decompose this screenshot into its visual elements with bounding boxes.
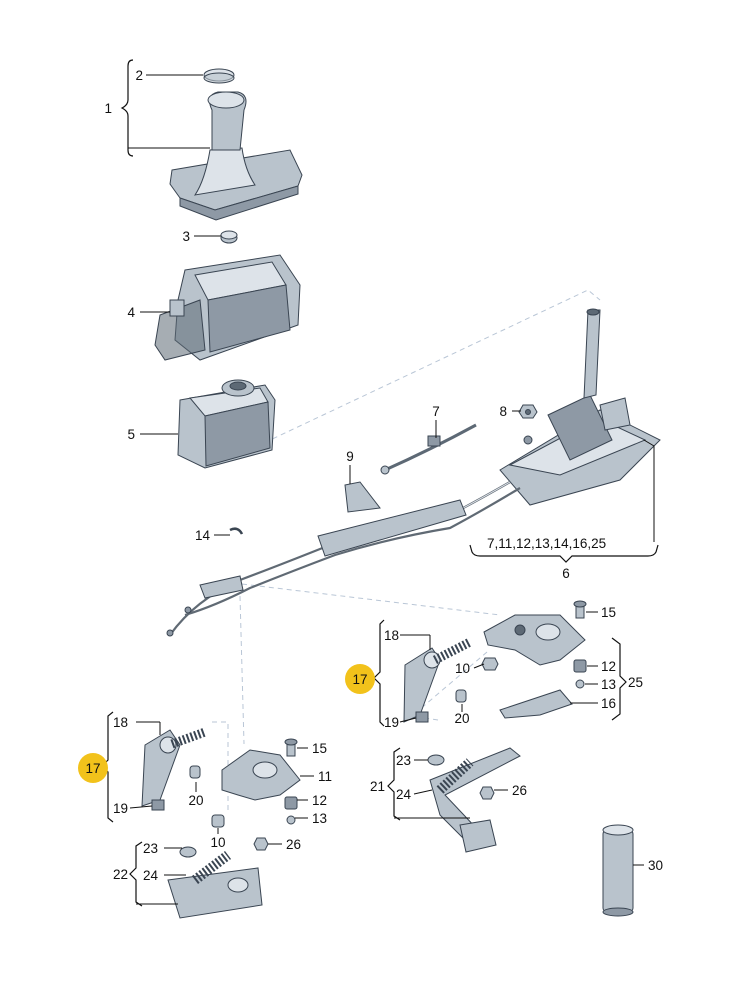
callout-right-26: 26 [512, 783, 527, 798]
shift-cables [166, 481, 521, 637]
callout-left-10: 10 [210, 835, 225, 850]
boot-frame-part [154, 254, 301, 361]
callout-left-24: 24 [143, 868, 159, 883]
callout-left-17: 17 [85, 761, 100, 776]
callout-right-20: 20 [454, 711, 469, 726]
grease-tube-part [602, 824, 634, 917]
callout-right-17: 17 [352, 672, 367, 687]
callout-left-12: 12 [312, 793, 327, 808]
callout-4: 4 [127, 305, 135, 320]
callout-6: 6 [562, 566, 570, 581]
callout-5: 5 [127, 427, 135, 442]
callout-left-13: 13 [312, 811, 327, 826]
callout-left-26: 26 [286, 837, 301, 852]
callout-2: 2 [135, 68, 143, 83]
callout-left-20: 20 [188, 793, 203, 808]
callout-right-25: 25 [628, 675, 643, 690]
callout-left-15: 15 [312, 741, 327, 756]
callout-right-12: 12 [601, 659, 616, 674]
highlight-badge-right [345, 664, 375, 694]
callout-right-16: 16 [601, 696, 616, 711]
callout-right-19: 19 [384, 715, 399, 730]
callout-left-11: 11 [318, 769, 332, 784]
callout-right-21: 21 [370, 779, 385, 794]
callout-6-list: 7,11,12,13,14,16,25 [487, 536, 606, 551]
callout-30: 30 [648, 858, 663, 873]
callout-right-18: 18 [384, 628, 399, 643]
callout-7: 7 [432, 404, 440, 419]
leader-lines [101, 59, 659, 907]
cap-part [203, 68, 235, 84]
bracket-part [344, 481, 381, 513]
gear-knob-boot-part [169, 91, 303, 221]
callout-9: 9 [346, 449, 354, 464]
left-assembly-parts [141, 727, 301, 919]
ring-part [220, 230, 238, 244]
callout-right-24: 24 [396, 787, 412, 802]
callout-left-22: 22 [113, 867, 128, 882]
callout-right-13: 13 [601, 677, 616, 692]
callout-left-23: 23 [143, 841, 158, 856]
gear-shift-mechanism-part [499, 308, 661, 506]
callout-left-19: 19 [113, 801, 128, 816]
right-assembly-parts [403, 600, 587, 853]
highlight-badge-left [78, 753, 108, 783]
callout-right-23: 23 [396, 753, 411, 768]
callout-14: 14 [195, 528, 211, 543]
cable-tie-part [380, 423, 477, 475]
clip-part [229, 527, 244, 535]
callout-left-18: 18 [113, 715, 128, 730]
callout-3: 3 [182, 229, 190, 244]
callout-right-10: 10 [455, 661, 470, 676]
callout-8: 8 [499, 404, 507, 419]
callout-right-15: 15 [601, 605, 616, 620]
callout-labels: 1 2 3 4 5 7,11,12,13,14,16,25 6 7 8 9 14… [85, 68, 663, 883]
callout-1: 1 [104, 101, 112, 116]
shift-housing-part [177, 379, 276, 469]
nut-part [518, 404, 538, 419]
